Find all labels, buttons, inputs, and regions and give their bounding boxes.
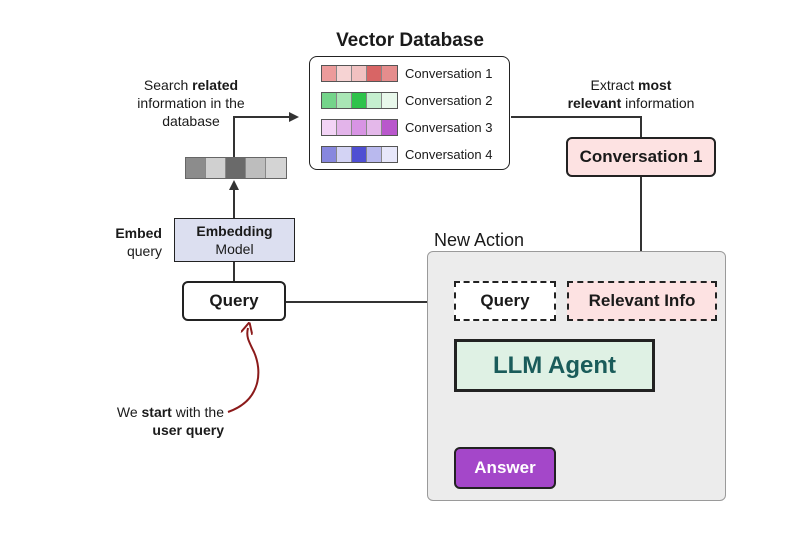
start-note-text2: with the: [171, 404, 224, 420]
new-action-title: New Action: [434, 230, 525, 250]
arrow-database-to-conversation: [511, 116, 642, 137]
extract-note-bold: most: [638, 77, 672, 93]
start-note: We start with the user query: [80, 403, 224, 439]
search-note-line3: database: [162, 113, 220, 129]
vector-cell: [322, 66, 337, 81]
vector-cell: [322, 120, 337, 135]
vector-database: Conversation 1 Conversation 2 Conversati…: [309, 56, 510, 170]
vector-cell: [382, 147, 397, 162]
start-note-text: We: [116, 404, 142, 420]
vector-cell: [266, 158, 286, 178]
relevant-info-box: Relevant Info: [567, 281, 717, 321]
vector-cell: [382, 120, 397, 135]
search-note-text: Search: [143, 77, 193, 93]
embedding-model-title: Embedding: [196, 223, 273, 239]
query-embedding-vector: [185, 157, 287, 179]
vector-cell: [226, 158, 246, 178]
arrow-start-curve: [227, 328, 260, 413]
vector-cell: [367, 147, 382, 162]
answer-box: Answer: [454, 447, 556, 489]
vector-cell: [337, 120, 352, 135]
extract-note-text: Extract: [590, 77, 638, 93]
vector-cell: [367, 120, 382, 135]
retrieved-conversation-box: Conversation 1: [566, 137, 716, 177]
arrow-vector-to-database: [233, 112, 299, 157]
vector-cell: [352, 147, 367, 162]
user-query-box: Query: [182, 281, 286, 321]
search-note-line2: information in the: [137, 95, 245, 111]
embed-note-text: query: [126, 243, 162, 259]
extract-note: Extract most relevant information: [546, 76, 716, 112]
vector-database-title: Vector Database: [336, 30, 484, 51]
search-note: Search related information in the databa…: [126, 76, 256, 130]
vector-cell: [206, 158, 226, 178]
vector-cell: [352, 93, 367, 108]
vector-cell: [352, 66, 367, 81]
vector-cell: [186, 158, 206, 178]
vector-cell: [337, 66, 352, 81]
database-row: Conversation 3: [321, 119, 492, 136]
search-note-bold: related: [192, 77, 239, 93]
embedding-cells: [321, 146, 398, 163]
vector-cell: [337, 147, 352, 162]
vector-cell: [367, 93, 382, 108]
vector-cell: [322, 93, 337, 108]
start-note-bold: start: [141, 404, 172, 420]
vector-cell: [246, 158, 266, 178]
conversation-label: Conversation 2: [405, 93, 493, 108]
vector-cell: [382, 93, 397, 108]
embedding-model-box: Embedding Model: [174, 218, 295, 262]
embedding-model-subtitle: Model: [215, 241, 254, 257]
embed-note-bold: Embed: [115, 225, 162, 241]
vector-cell: [367, 66, 382, 81]
extract-note-line2: information: [621, 95, 695, 111]
embedding-cells: [321, 92, 398, 109]
start-note-bold2: user query: [152, 422, 224, 438]
database-row: Conversation 2: [321, 92, 492, 109]
conversation-label: Conversation 3: [405, 120, 493, 135]
extract-note-bold2: relevant: [567, 95, 622, 111]
embedding-cells: [321, 65, 398, 82]
database-row: Conversation 4: [321, 146, 492, 163]
vector-cell: [337, 93, 352, 108]
llm-agent-box: LLM Agent: [454, 339, 655, 392]
conversation-label: Conversation 1: [405, 66, 493, 81]
new-action-query-box: Query: [454, 281, 556, 321]
database-row: Conversation 1: [321, 65, 492, 82]
embedding-cells: [321, 119, 398, 136]
conversation-label: Conversation 4: [405, 147, 493, 162]
vector-cell: [382, 66, 397, 81]
embed-query-note: Embed query: [100, 224, 162, 260]
vector-cell: [352, 120, 367, 135]
vector-cell: [322, 147, 337, 162]
